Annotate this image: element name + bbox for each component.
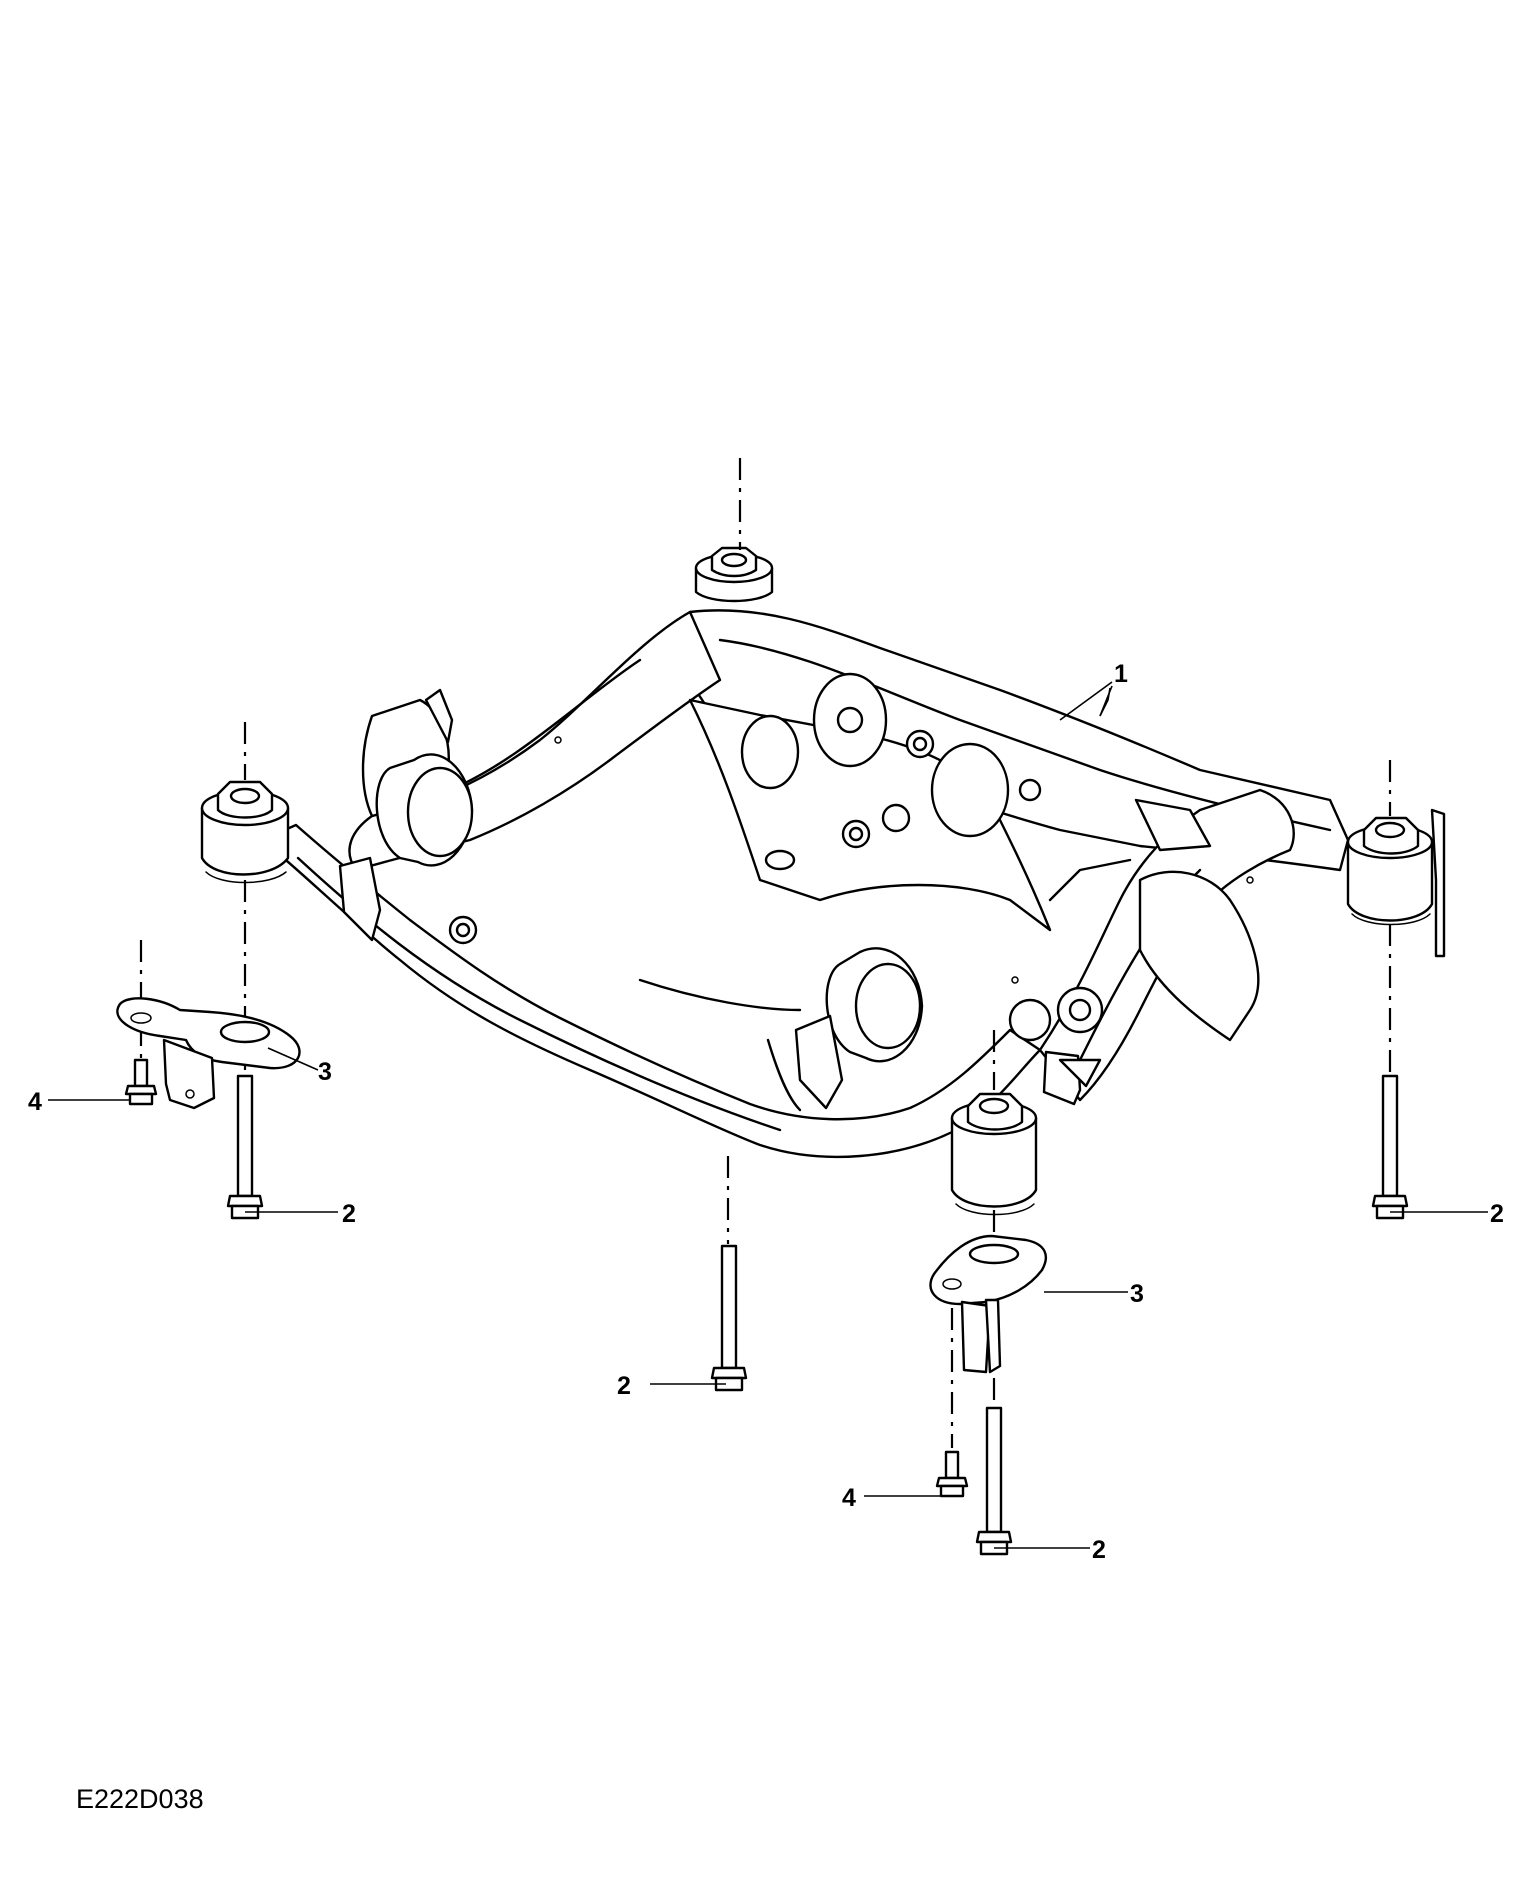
bolt-center xyxy=(710,1244,748,1392)
rear-subframe xyxy=(260,609,1350,1159)
bushing-right xyxy=(1346,808,1446,958)
callout-3-left: 3 xyxy=(318,1058,332,1086)
bushing-top-center xyxy=(694,546,774,603)
small-bolt-right xyxy=(935,1450,969,1498)
callout-4-left: 4 xyxy=(28,1088,42,1116)
callout-2-front: 2 xyxy=(1092,1536,1106,1564)
mount-bracket-right xyxy=(929,1234,1047,1374)
callout-2-center: 2 xyxy=(617,1372,631,1400)
callout-3-right: 3 xyxy=(1130,1280,1144,1308)
small-bolt-left xyxy=(124,1058,158,1106)
bolt-front xyxy=(975,1406,1013,1556)
mount-bracket-left xyxy=(116,997,301,1110)
figure-reference-code: E222D038 xyxy=(76,1784,204,1814)
callout-4-right: 4 xyxy=(842,1484,856,1512)
bolt-right xyxy=(1371,1074,1409,1220)
callout-1: 1 xyxy=(1114,660,1128,688)
bushing-left xyxy=(200,780,290,884)
leader-lines xyxy=(48,681,1488,1549)
bushing-front-center xyxy=(950,1092,1038,1216)
callout-2-right: 2 xyxy=(1490,1200,1504,1228)
bolt-left xyxy=(226,1074,264,1220)
callout-2-left: 2 xyxy=(342,1200,356,1228)
